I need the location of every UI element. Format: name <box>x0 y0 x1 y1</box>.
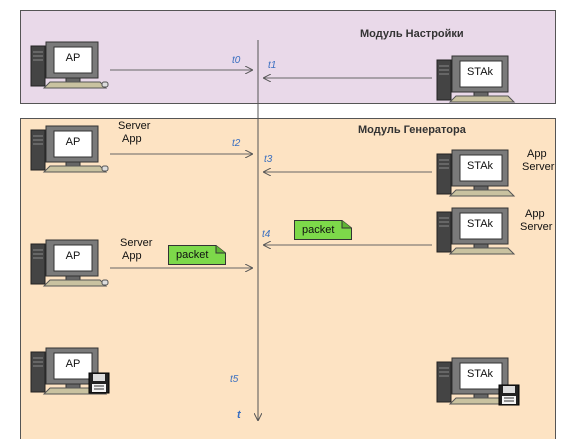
stak-computer-app-server-2: STAk <box>436 206 516 258</box>
ap-computer-settings: AP <box>30 40 110 92</box>
ap-label: AP <box>58 136 88 148</box>
packet-note-outgoing: packet <box>168 245 226 265</box>
ap-label: AP <box>58 250 88 262</box>
app-server-label-1: App Server <box>522 148 554 174</box>
time-axis-label: t <box>237 409 241 421</box>
server-app-label-2: Server App <box>120 237 152 263</box>
time-label-t4: t4 <box>262 229 270 240</box>
time-label-t5: t5 <box>230 374 238 385</box>
ap-computer-server-app-1: AP <box>30 124 110 176</box>
time-label-t1: t1 <box>268 60 276 71</box>
stak-computer-storage: STAk <box>436 356 516 408</box>
ap-computer-server-app-2: AP <box>30 238 110 290</box>
stak-computer-settings: STAk <box>436 54 516 106</box>
server-app-label-1: Server App <box>118 120 150 146</box>
ap-label: AP <box>58 52 88 64</box>
floppy-disk-icon <box>88 372 110 394</box>
stak-computer-app-server-1: STAk <box>436 148 516 200</box>
time-label-t3: t3 <box>264 154 272 165</box>
packet-note-incoming: packet <box>294 220 352 240</box>
app-server-label-2: App Server <box>520 208 552 234</box>
ap-label: AP <box>58 358 88 370</box>
time-label-t0: t0 <box>232 55 240 66</box>
stak-label: STAk <box>462 218 498 230</box>
ap-computer-storage: AP <box>30 346 110 398</box>
stak-label: STAk <box>462 160 498 172</box>
floppy-disk-icon <box>498 384 520 406</box>
sequence-diagram: Модуль Настройки Модуль Генератора t0 t1… <box>0 0 564 425</box>
stak-label: STAk <box>462 66 498 78</box>
time-label-t2: t2 <box>232 138 240 149</box>
stak-label: STAk <box>462 368 498 380</box>
